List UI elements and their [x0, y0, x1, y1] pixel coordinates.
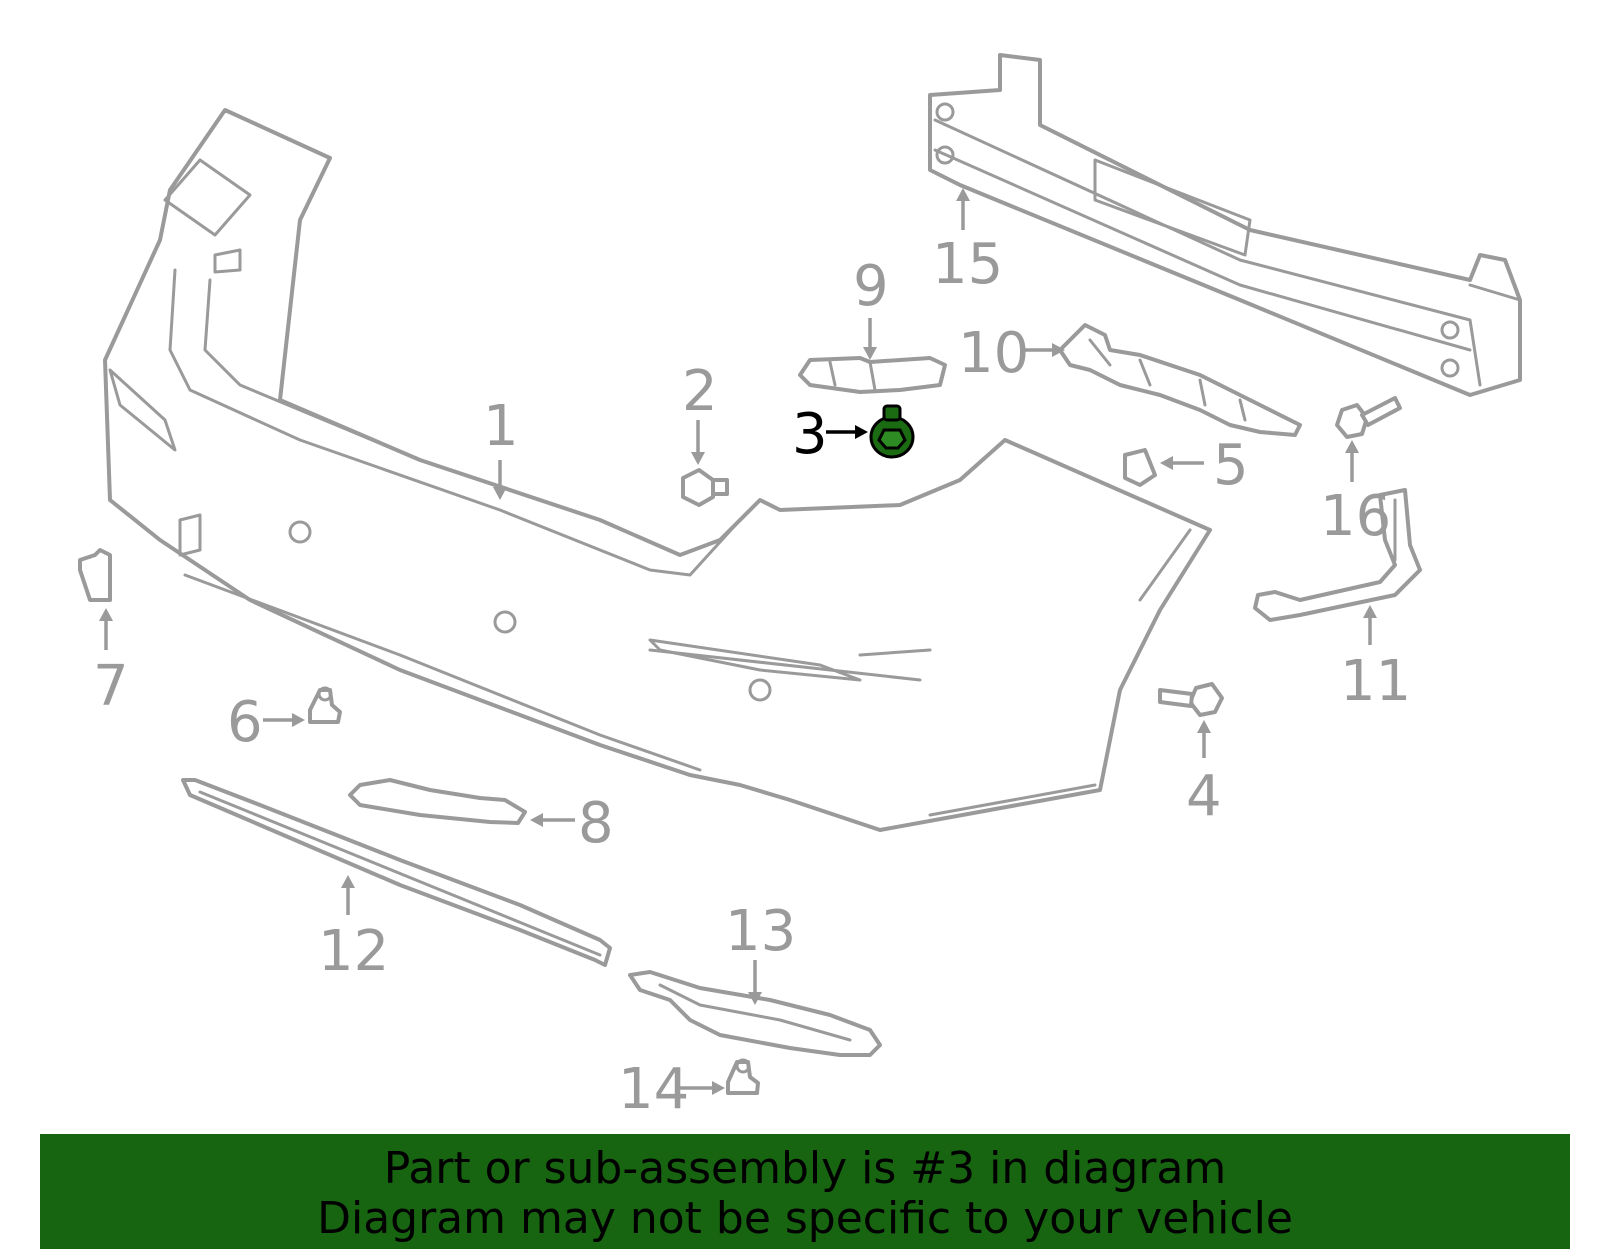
part-13-diffuser[interactable]: [628, 970, 882, 1057]
part-4-bolt[interactable]: [1158, 682, 1224, 717]
callout-9: 9: [853, 254, 889, 319]
callout-3: 3: [792, 402, 828, 467]
leader-lines: [99, 188, 1377, 1095]
callout-7: 7: [93, 654, 129, 719]
part-12-lower-molding[interactable]: [181, 778, 612, 967]
part-6-clip[interactable]: [308, 686, 342, 724]
callout-4: 4: [1186, 764, 1222, 829]
callout-13: 13: [725, 899, 796, 964]
callout-8: 8: [578, 791, 614, 856]
callout-10: 10: [958, 321, 1029, 386]
info-banner: Part or sub-assembly is #3 in diagram Di…: [40, 1134, 1570, 1249]
part-3-highlighted-clip[interactable]: [869, 404, 915, 459]
part-10-bracket[interactable]: [1058, 323, 1302, 437]
part-15-reinforcement-beam[interactable]: [928, 53, 1522, 397]
part-2-nut[interactable]: [681, 468, 729, 507]
part-1-bumper-cover[interactable]: [103, 108, 1212, 832]
callout-12: 12: [318, 919, 389, 984]
banner-line-disclaimer: Diagram may not be specific to your vehi…: [317, 1193, 1293, 1244]
callout-15: 15: [932, 232, 1003, 297]
part-16-bolt[interactable]: [1335, 396, 1402, 439]
banner-line-part-number: Part or sub-assembly is #3 in diagram: [383, 1143, 1227, 1194]
callout-14: 14: [618, 1057, 689, 1122]
callout-1: 1: [483, 394, 519, 459]
part-8-reflector[interactable]: [348, 778, 527, 825]
callout-11: 11: [1340, 649, 1411, 714]
part-5-clip[interactable]: [1123, 448, 1157, 487]
callout-6: 6: [227, 690, 263, 755]
callout-2: 2: [682, 359, 718, 424]
part-7-bracket[interactable]: [78, 548, 112, 602]
part-9-bracket[interactable]: [798, 356, 947, 394]
callout-16: 16: [1320, 484, 1391, 549]
callout-5: 5: [1213, 433, 1249, 498]
part-11-side-bracket[interactable]: [1253, 488, 1422, 622]
part-14-clip[interactable]: [726, 1058, 760, 1095]
